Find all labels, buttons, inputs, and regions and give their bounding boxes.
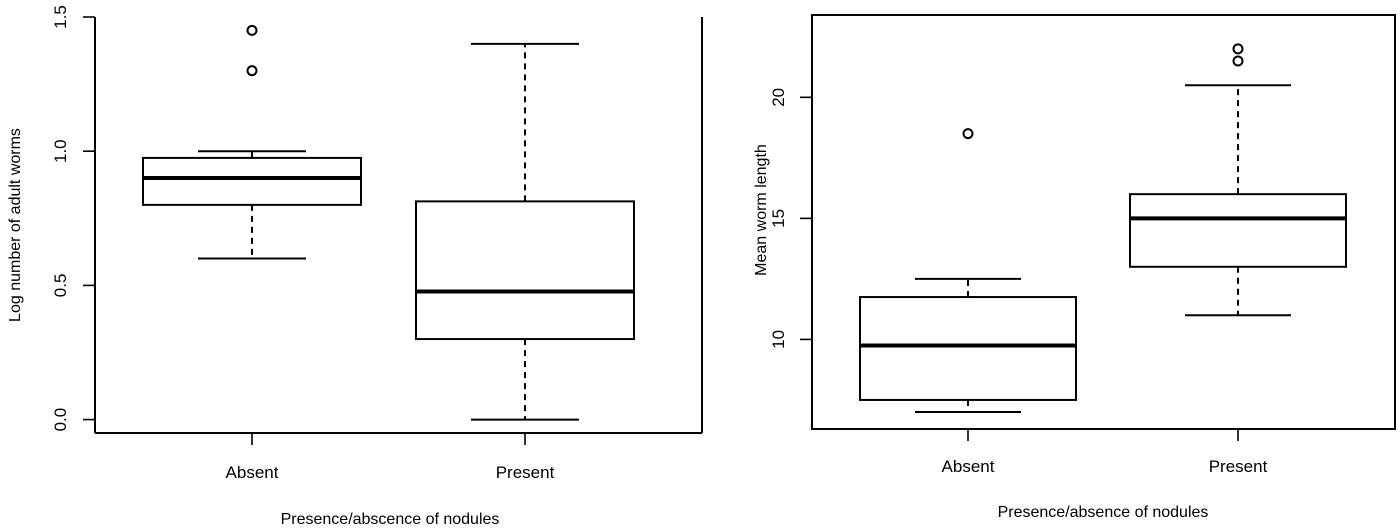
outlier-point [962, 128, 974, 140]
left-x-tick-label: Present [496, 463, 555, 482]
right-y-axis-title: Mean worm length [753, 144, 770, 276]
left-y-tick-label: 0.5 [51, 274, 70, 298]
outlier-point [246, 65, 258, 77]
left-y-tick-label: 1.5 [51, 5, 70, 29]
outlier-point [246, 24, 258, 36]
interquartile-box [142, 156, 362, 206]
right-box-present [1129, 43, 1347, 317]
left-box-absent [142, 24, 362, 260]
right-boxes [859, 43, 1347, 414]
right-y-tick-label: 15 [769, 209, 788, 228]
right-x-ticks: Absent Present [942, 429, 1268, 476]
right-x-axis-title: Presence/absence of nodules [998, 504, 1209, 521]
right-plot-frame [811, 14, 1396, 430]
right-y-ticks: 10 15 20 [769, 88, 812, 349]
outlier-point [1232, 43, 1244, 55]
left-x-tick-label: Absent [226, 463, 279, 482]
left-y-axis-title: Log number of adult worms [7, 128, 24, 322]
right-y-tick-label: 10 [769, 330, 788, 349]
interquartile-box [1129, 193, 1347, 268]
left-x-ticks: Absent Present [226, 433, 555, 482]
interquartile-box [859, 296, 1077, 401]
left-box-present [415, 42, 635, 421]
left-x-axis-title: Presence/abscence of nodules [281, 511, 500, 528]
left-y-tick-label: 1.0 [51, 139, 70, 163]
right-x-tick-label: Present [1209, 457, 1268, 476]
right-x-tick-label: Absent [942, 457, 995, 476]
left-y-ticks: 0.0 0.5 1.0 1.5 [51, 5, 95, 431]
outlier-point [1232, 55, 1244, 67]
left-boxes [142, 24, 635, 421]
right-boxplot-panel: Mean worm length Presence/absence of nod… [753, 14, 1396, 521]
right-y-tick-label: 20 [769, 88, 788, 107]
interquartile-box [415, 200, 635, 341]
left-y-tick-label: 0.0 [51, 408, 70, 432]
right-box-absent [859, 128, 1077, 414]
left-boxplot-panel: Log number of adult worms Presence/absce… [7, 5, 703, 528]
